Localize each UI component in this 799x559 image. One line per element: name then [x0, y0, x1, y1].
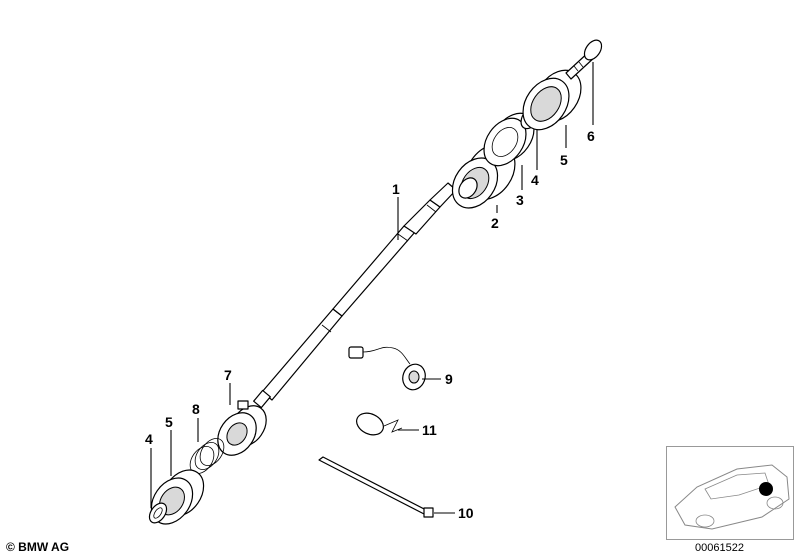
copyright: © BMW AG — [6, 540, 70, 554]
callout-8: 8 — [192, 401, 200, 417]
callout-4: 4 — [531, 172, 539, 188]
callout-1: 1 — [392, 181, 400, 197]
callout-6: 6 — [587, 128, 595, 144]
diagram-id: 00061522 — [695, 542, 744, 554]
steering-shaft-icon — [253, 182, 457, 409]
callout-11: 11 — [422, 422, 437, 438]
callout-5: 5 — [560, 152, 568, 168]
car-location-thumbnail — [666, 446, 794, 540]
callout-9: 9 — [445, 371, 453, 387]
cable-tie-icon — [318, 456, 434, 518]
washer-icon — [148, 502, 168, 524]
callout-4-lower: 4 — [145, 431, 153, 447]
spring-icon — [189, 438, 225, 474]
clip-icon — [356, 412, 403, 436]
callout-5-lower: 5 — [165, 414, 173, 430]
bolt-icon — [565, 39, 603, 80]
callouts: 1 2 3 4 5 6 7 8 9 10 11 4 5 — [145, 128, 595, 521]
leader-lines — [150, 62, 594, 514]
car-outline-icon — [674, 464, 790, 530]
callout-10: 10 — [458, 505, 474, 521]
callout-7: 7 — [224, 367, 232, 383]
callout-3: 3 — [516, 192, 524, 208]
location-marker-icon — [759, 482, 773, 496]
sensor-icon — [348, 346, 426, 391]
bearing-icon — [451, 143, 516, 209]
bearing-icon — [522, 69, 582, 131]
bearing-icon — [217, 400, 267, 456]
callout-2: 2 — [491, 215, 499, 231]
